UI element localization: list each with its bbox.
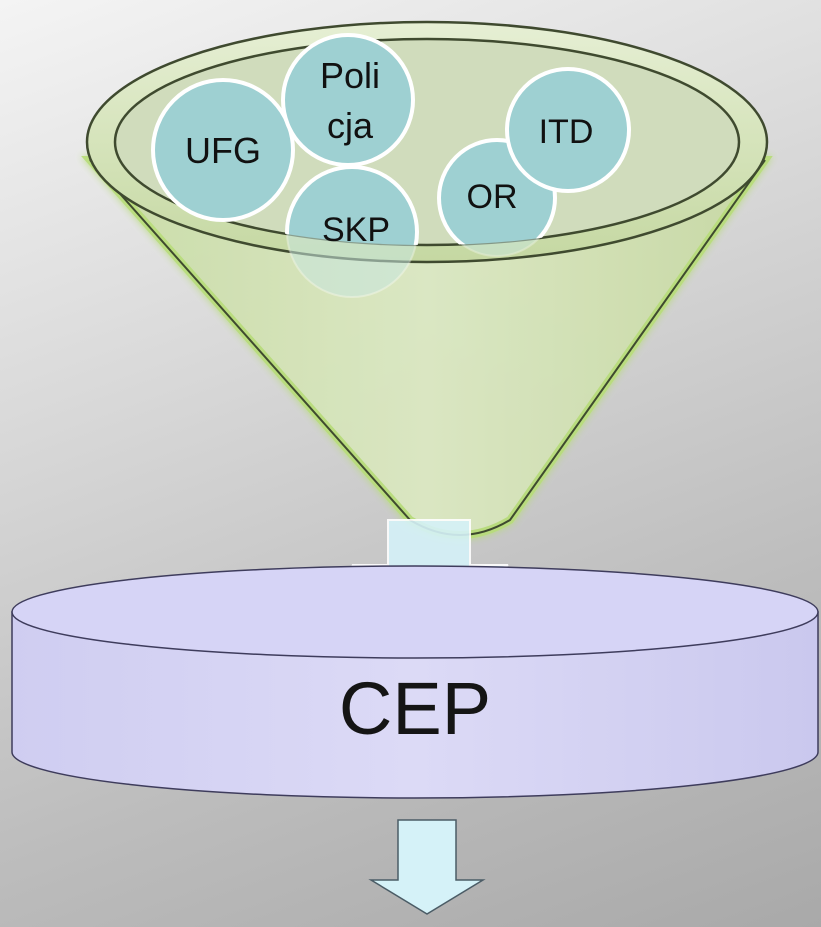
label-policja-line2: cja — [327, 105, 374, 146]
label-or: OR — [467, 178, 518, 216]
label-skp: SKP — [322, 211, 390, 249]
label-itd: ITD — [539, 113, 594, 151]
bubble-itd — [505, 67, 631, 193]
label-ufg: UFG — [185, 130, 261, 171]
bubble-ufg — [151, 78, 295, 222]
cep-label: CEP — [339, 667, 491, 750]
bubble-policja — [281, 33, 415, 167]
label-policja-line1: Poli — [320, 55, 380, 96]
cep-cylinder-top — [11, 565, 819, 659]
bubble-skp — [285, 165, 419, 245]
cep-cylinder-body — [11, 611, 819, 799]
arrow-cep-output — [368, 819, 486, 915]
